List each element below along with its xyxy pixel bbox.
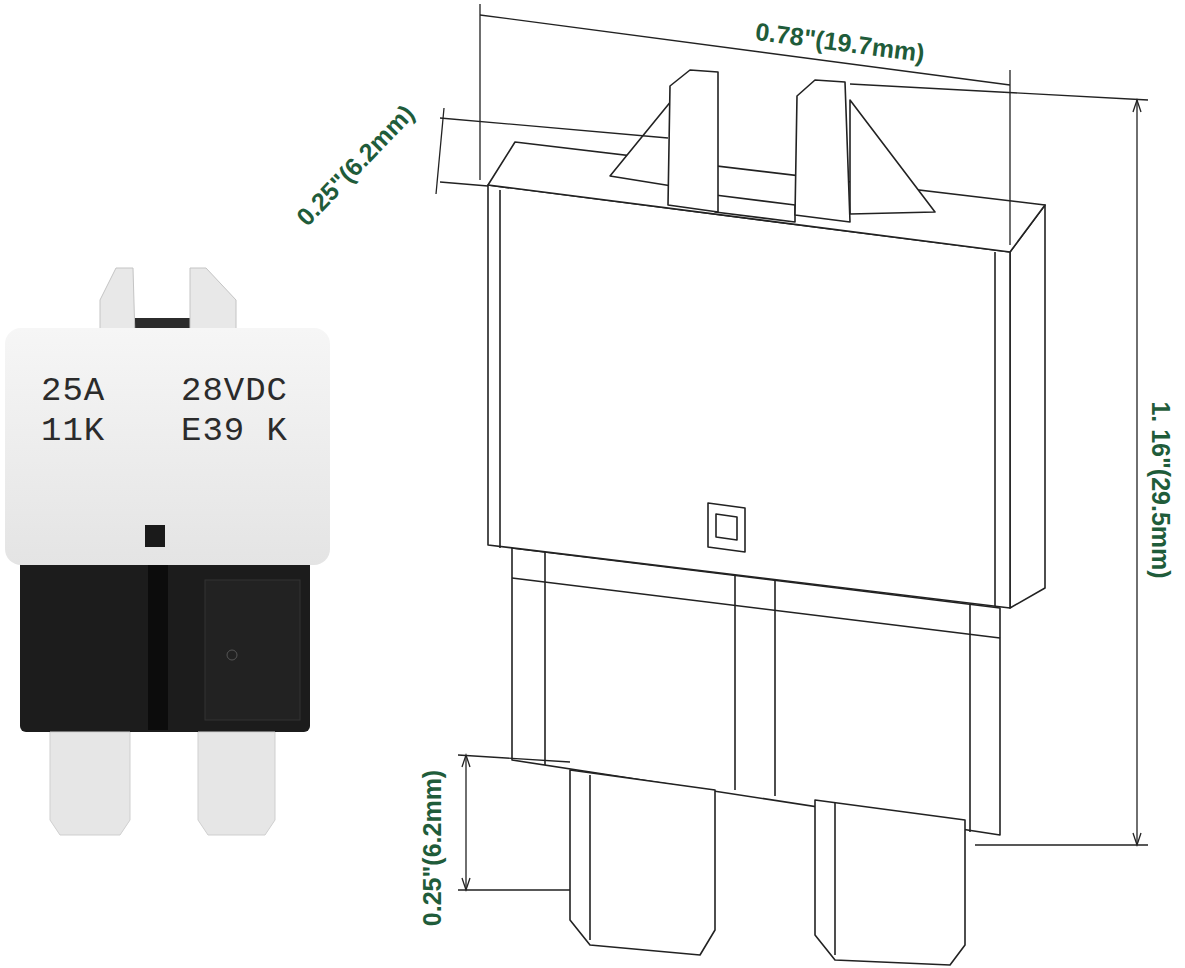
body-front [488,185,1010,608]
blade [570,770,715,955]
breaker-housing: 25A 28VDC 11K E39 K [5,328,330,565]
base-rivet [227,650,237,660]
dimension-arrow [1133,100,1141,845]
window [708,503,745,552]
dimension-line [1136,100,1137,845]
extension-line [440,118,668,186]
dimension-arrow [462,755,470,890]
dimension-lines [436,4,1148,890]
dimension-line [480,15,1010,85]
extension-line [850,84,1148,845]
edge-line [834,803,836,955]
extension-line [458,755,570,890]
window [716,514,737,540]
dimension-label: 1. 16"(29.5mm) [1147,401,1175,578]
body-side [1010,205,1045,608]
line-drawing [488,70,1045,965]
rating-text: 11K [41,412,105,450]
dimension-line [436,108,444,194]
indicator-dot [145,525,165,547]
dimension-label: 0.25"(6.2mm) [418,770,446,926]
tab [795,80,850,222]
rating-text: 25A [41,372,105,410]
edge-line [589,775,591,940]
tab-slot [715,195,795,222]
blade [815,800,965,965]
tab [668,70,718,212]
gusset [610,100,672,186]
rating-text: E39 K [181,412,288,450]
black-base [20,555,310,732]
dimension-label: 0.25"(6.2mm) [291,99,420,231]
blade [198,732,275,835]
body-top [488,142,1045,252]
blade [50,732,130,835]
edge-line [500,190,995,606]
base-groove [148,565,168,730]
rating-text: 28VDC [181,372,288,410]
gusset [850,100,935,214]
extension-line [480,4,1010,245]
base-panel [205,580,300,720]
dimension-label: 0.78"(19.7mm) [754,17,926,67]
dimension-line [465,755,466,890]
